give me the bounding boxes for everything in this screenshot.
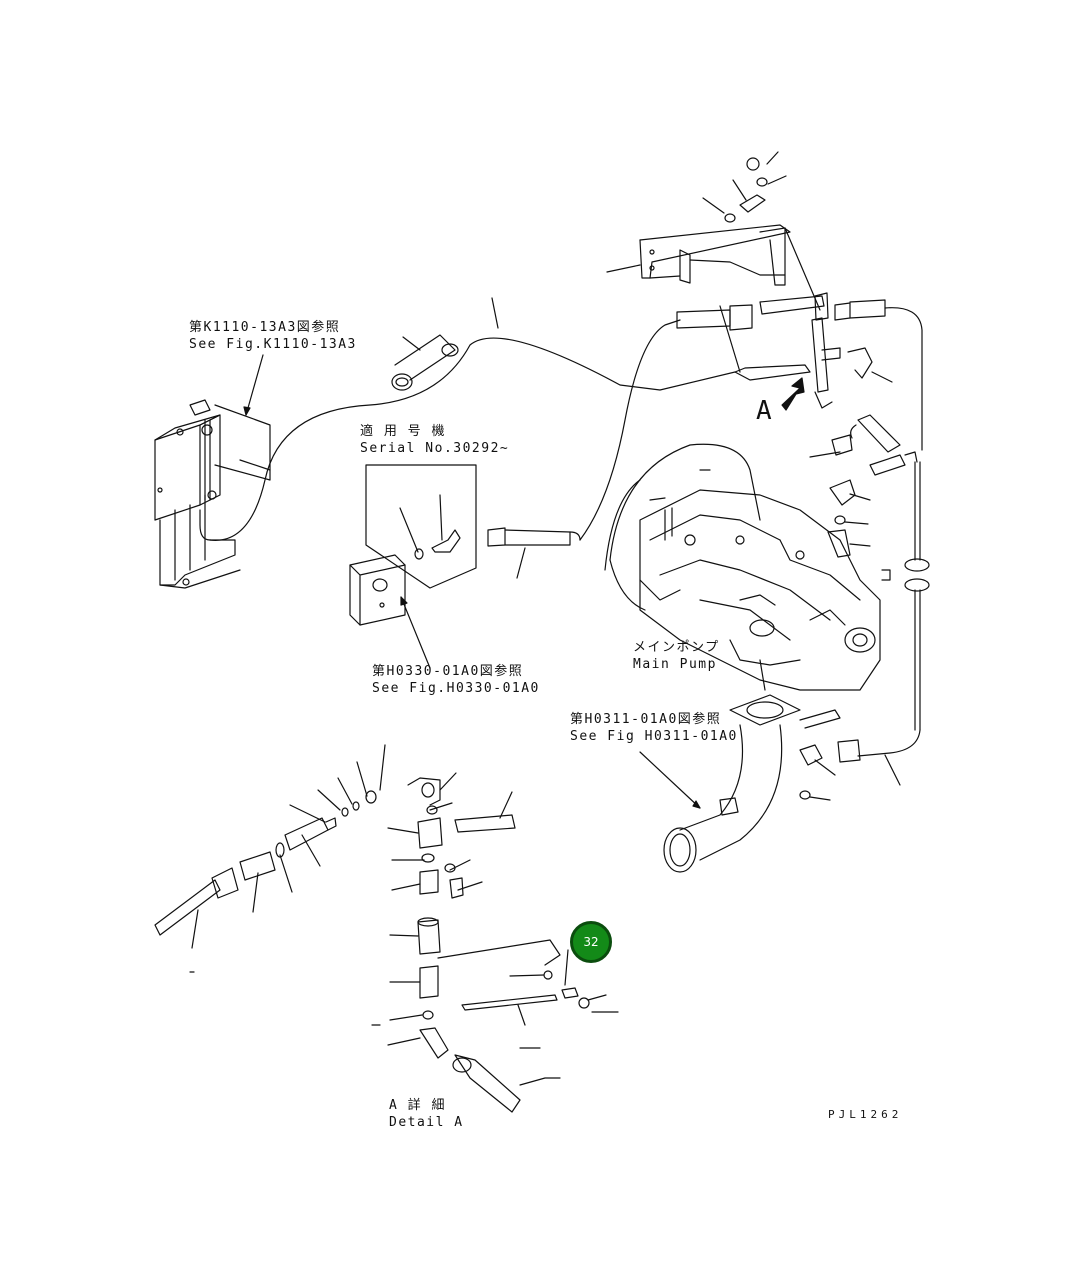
ref-h0311-jp: 第H0311-01A0図参照: [570, 712, 722, 727]
main-pump: [604, 443, 881, 691]
top-bracket: [606, 151, 821, 311]
detail-a-leaders: [189, 744, 619, 1086]
serial-box: [349, 464, 477, 669]
tank-assembly: [154, 399, 271, 589]
right-hoses: [809, 414, 930, 786]
detail-a-title-jp: A 詳 細: [389, 1098, 446, 1113]
main-pump-label-jp: メインポンプ: [633, 640, 720, 655]
serial-label-jp: 適 用 号 機: [360, 424, 446, 439]
serial-label-en: Serial No.30292~: [360, 441, 510, 456]
detail-a-assembly: [154, 777, 590, 1113]
ref-h0311-en: See Fig H0311-01A0: [570, 729, 738, 744]
ref-k1110-en: See Fig.K1110-13A3: [189, 337, 357, 352]
drawing-code: PJL1262: [828, 1108, 903, 1121]
detail-a-title-en: Detail A: [389, 1115, 464, 1130]
tube-fitting: [487, 319, 681, 579]
ref-h0330-en: See Fig.H0330-01A0: [372, 681, 540, 696]
suction-elbow: [639, 694, 841, 873]
hose-clamp: [391, 334, 459, 391]
view-arrow-a: [781, 377, 805, 411]
k1110-leader: [245, 354, 264, 416]
drain-hose: [209, 337, 736, 541]
main-pump-label-en: Main Pump: [633, 657, 717, 672]
upper-pipe-assembly: [676, 292, 923, 451]
view-marker-a: A: [756, 396, 772, 426]
ref-k1110-jp: 第K1110-13A3図参照: [189, 320, 341, 335]
part-callout-32[interactable]: 32: [570, 921, 612, 963]
ref-h0330-jp: 第H0330-01A0図参照: [372, 664, 524, 679]
